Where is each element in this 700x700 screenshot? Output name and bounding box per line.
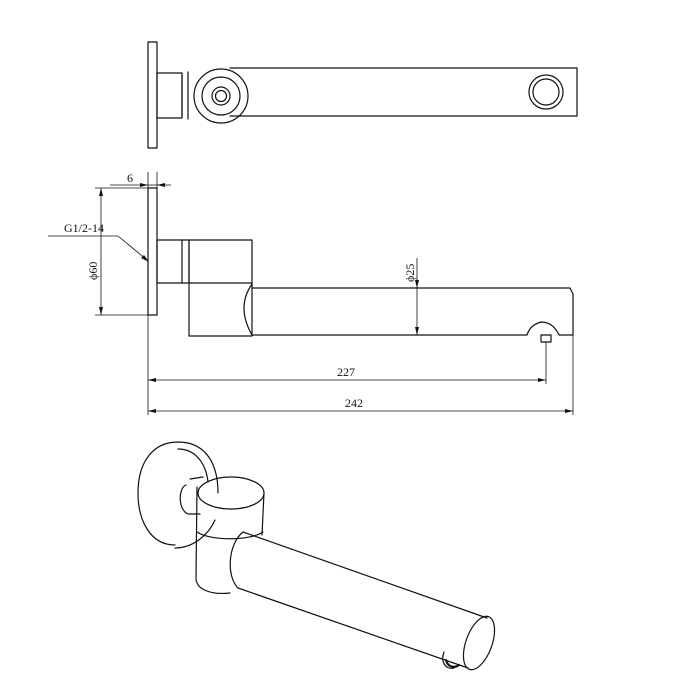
top-view [147,41,578,149]
perspective-spout-arm [242,531,488,619]
perspective-aerator [444,658,461,668]
top-view-spout-arm [229,67,578,117]
outlet-length-label: 227 [337,365,355,379]
side-view-swivel-upper [188,239,253,284]
flange-diameter-label: ϕ60 [86,262,100,280]
side-view-connector [156,239,190,284]
overall-length-label: 242 [345,396,363,410]
perspective-swivel-top [197,476,265,510]
top-view-swivel-body [193,68,249,124]
top-view-outlet-ring [528,74,564,110]
dimensions: 6 G1/2-14 ϕ60 ϕ25 227 242 [48,171,574,415]
top-view-connector [156,72,183,119]
perspective-view [137,441,496,671]
thread-spec-label: G1/2-14 [64,221,104,235]
spout-diameter-label: ϕ25 [403,264,417,282]
side-view [147,187,574,343]
side-view-aerator [540,334,552,343]
perspective-spout-end [462,615,496,671]
side-view-swivel-lower [188,282,253,337]
perspective-flange [137,441,219,546]
flange-thickness-label: 6 [127,171,133,185]
side-view-spout-arm [251,287,574,336]
perspective-swivel-body [195,486,231,595]
side-view-wall-flange [147,187,158,316]
top-view-wall-flange [147,41,158,149]
